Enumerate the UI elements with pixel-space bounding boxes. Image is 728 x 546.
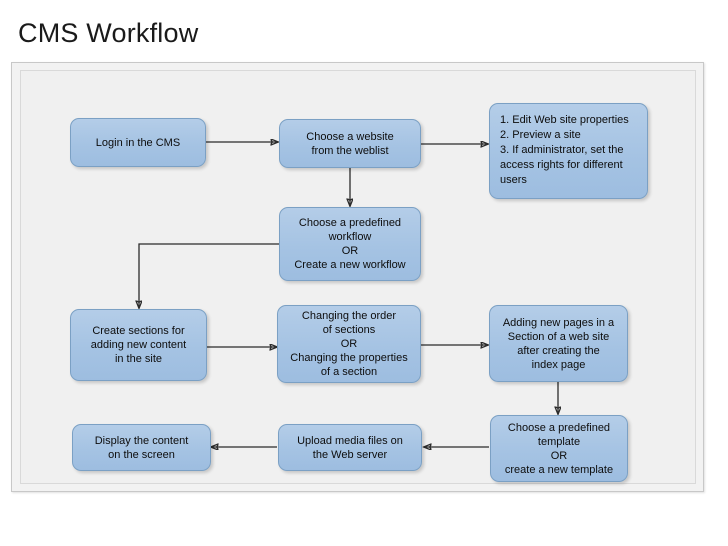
node-upload-media[interactable]: Upload media files on the Web server	[278, 424, 422, 471]
node-create-sections[interactable]: Create sections for adding new content i…	[70, 309, 207, 381]
node-changing-order[interactable]: Changing the order of sections OR Changi…	[277, 305, 421, 383]
node-choose-website[interactable]: Choose a website from the weblist	[279, 119, 421, 168]
node-choose-workflow[interactable]: Choose a predefined workflow OR Create a…	[279, 207, 421, 281]
edge-workflow-to-sections	[139, 243, 279, 308]
node-site-actions[interactable]: 1. Edit Web site properties 2. Preview a…	[489, 103, 648, 199]
node-adding-pages[interactable]: Adding new pages in a Section of a web s…	[489, 305, 628, 382]
page-title: CMS Workflow	[18, 18, 199, 48]
node-display-content[interactable]: Display the content on the screen	[72, 424, 211, 471]
node-login[interactable]: Login in the CMS	[70, 118, 206, 167]
node-choose-template[interactable]: Choose a predefined template OR create a…	[490, 415, 628, 482]
